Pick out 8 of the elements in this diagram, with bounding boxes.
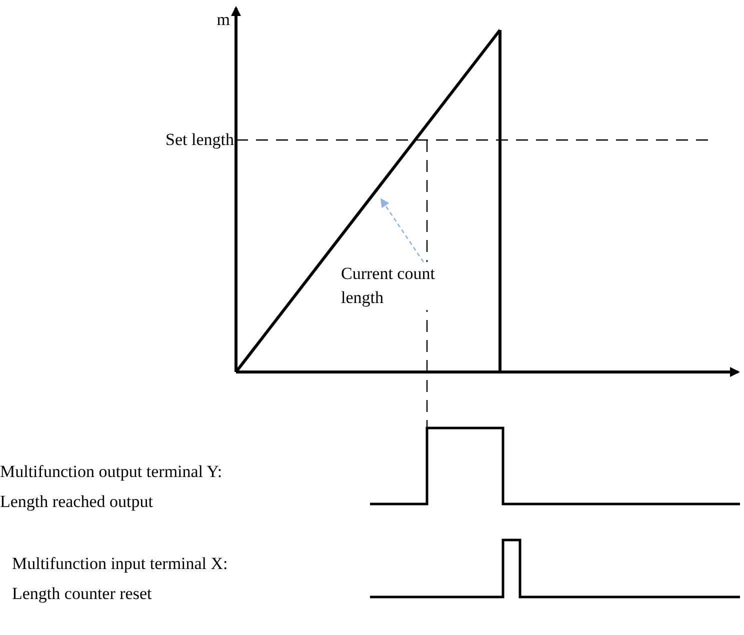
signal-label: Multifunction output terminal Y: [0,461,224,483]
signal-label: Length counter reset [12,583,153,605]
axis-label: m [216,9,230,31]
signal-label: Set length [164,129,234,151]
leader-line [380,198,424,262]
ramp-line [234,29,502,373]
signal-label: Multifunction input terminal X: [12,553,229,575]
signal-label: Length reached output [0,491,154,513]
